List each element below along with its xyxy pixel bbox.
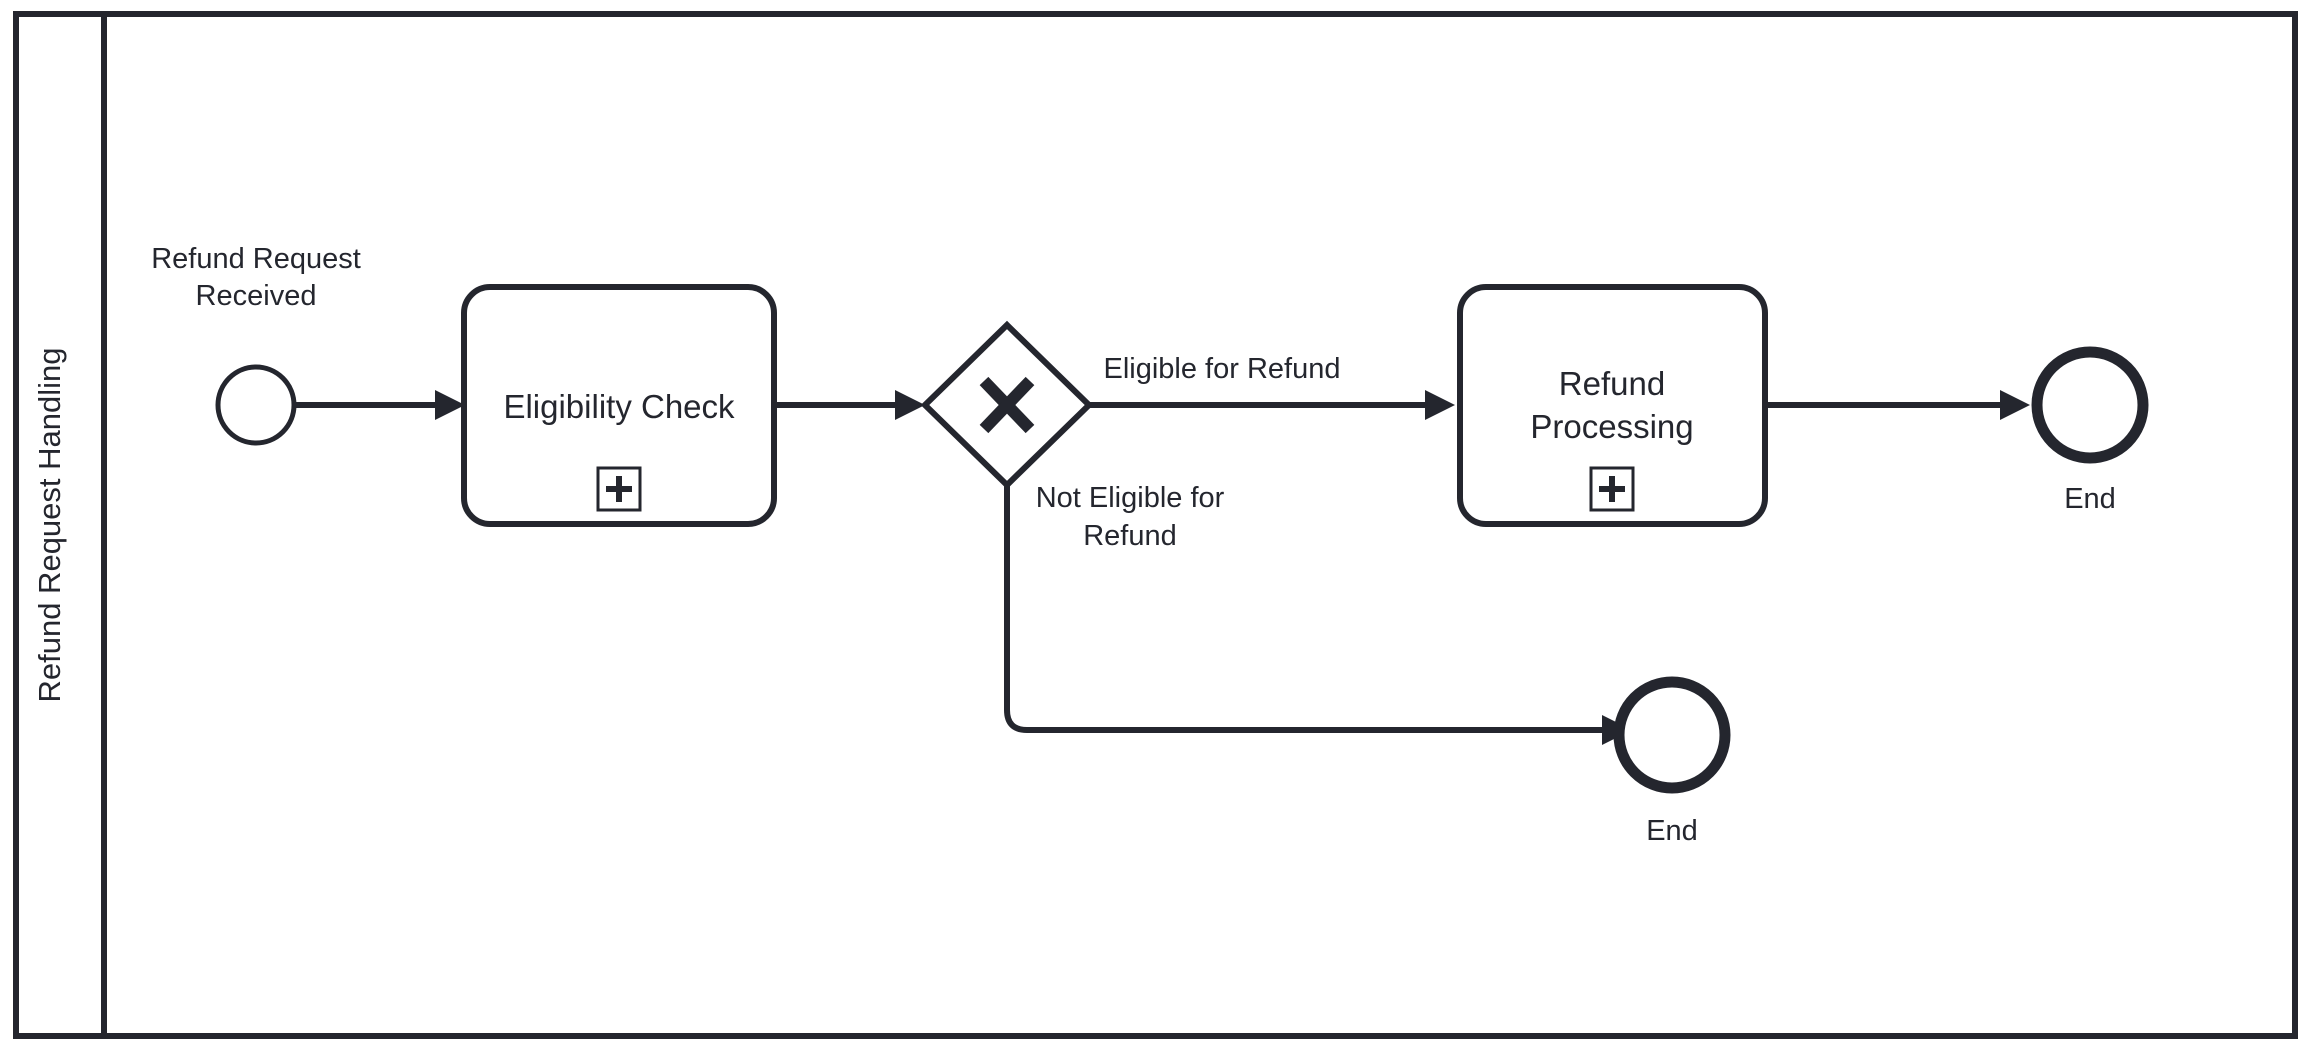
- pool-label: Refund Request Handling: [32, 347, 67, 702]
- end-event-top-label: End: [2064, 483, 2116, 515]
- subprocess-marker-box-refund: [1589, 466, 1635, 512]
- end-event-top[interactable]: [2031, 346, 2149, 464]
- task-refund-processing-label-line1: Refund: [1559, 365, 1665, 402]
- end-event-bottom-label: End: [1646, 815, 1698, 847]
- arrowhead-refund-to-end: [2000, 390, 2030, 420]
- end-event-bottom[interactable]: [1613, 676, 1731, 794]
- task-eligibility-check-label: Eligibility Check: [503, 388, 735, 425]
- arrowhead-eligibility-to-gateway: [895, 390, 925, 420]
- arrowhead-gateway-eligible: [1425, 390, 1455, 420]
- arrowhead-start-to-eligibility: [435, 390, 465, 420]
- start-event-label-line2: Received: [196, 280, 317, 312]
- flow-label-not-eligible-line2: Refund: [1083, 520, 1177, 552]
- start-event-label-line1: Refund Request: [151, 243, 361, 275]
- flow-gateway-not-eligible[interactable]: [1004, 485, 1602, 733]
- flow-label-not-eligible-line1: Not Eligible for: [1036, 482, 1225, 514]
- start-event[interactable]: [215, 364, 297, 446]
- subprocess-marker-box-eligibility: [596, 466, 642, 512]
- flow-label-eligible-for-refund: Eligible for Refund: [1104, 353, 1341, 385]
- pool-frame[interactable]: [13, 11, 2298, 1039]
- task-refund-processing-label-line2: Processing: [1530, 408, 1693, 445]
- gateway-x-icon-stroke2: [979, 376, 1035, 434]
